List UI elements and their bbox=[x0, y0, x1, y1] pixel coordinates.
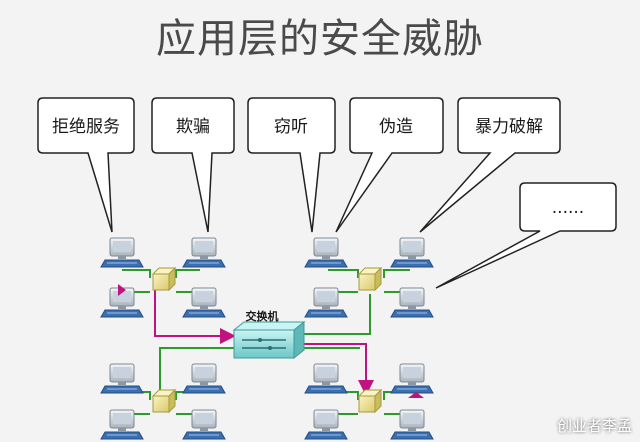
bubble-eavesdrop: 窃听 bbox=[247, 97, 336, 233]
attack-links bbox=[154, 288, 374, 396]
bubble-label-eavesdrop: 窃听 bbox=[274, 117, 308, 137]
target-marker-icon bbox=[408, 392, 424, 398]
hub-icon bbox=[152, 267, 176, 291]
computer-group-bottom-right bbox=[304, 363, 434, 440]
computer-icon bbox=[100, 363, 144, 394]
switch-icon bbox=[232, 320, 306, 360]
bubble-label-brute-force: 暴力破解 bbox=[475, 117, 543, 137]
computer-icon bbox=[304, 363, 348, 394]
computer-icon bbox=[182, 237, 226, 268]
computer-group-top-left bbox=[100, 237, 226, 318]
bubble-forgery: 伪造 bbox=[335, 97, 444, 233]
computer-icon bbox=[390, 363, 434, 394]
bubble-more: ...... bbox=[435, 182, 617, 289]
hub-icon bbox=[152, 389, 176, 413]
watermark: 创业者李孟 bbox=[556, 417, 632, 435]
bubble-label-more: ...... bbox=[552, 198, 584, 218]
bubble-label-spoofing: 欺骗 bbox=[176, 117, 210, 137]
bubble-deny-service: 拒绝服务 bbox=[37, 97, 135, 233]
computer-icon bbox=[390, 237, 434, 268]
hub-icon bbox=[358, 267, 382, 291]
bubble-label-deny: 拒绝服务 bbox=[52, 117, 120, 137]
network-links bbox=[122, 268, 410, 415]
switch-label: 交换机 bbox=[246, 309, 279, 323]
attacker-icon bbox=[118, 284, 126, 296]
hub-icon bbox=[358, 389, 382, 413]
page-title: 应用层的安全威胁 bbox=[156, 16, 484, 62]
computer-icon bbox=[304, 237, 348, 268]
bubble-spoofing: 欺骗 bbox=[151, 97, 235, 233]
bubble-brute-force: 暴力破解 bbox=[419, 97, 561, 233]
bubble-label-forgery: 伪造 bbox=[379, 117, 413, 137]
computer-icon bbox=[100, 237, 144, 268]
computer-icon bbox=[182, 363, 226, 394]
